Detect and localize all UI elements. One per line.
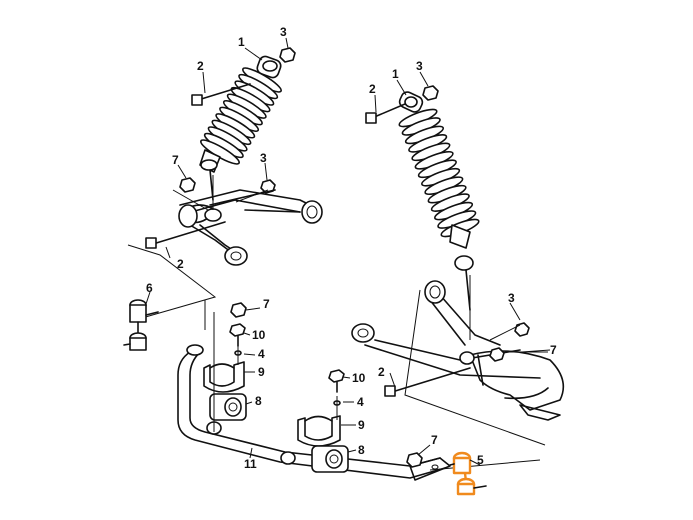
callout-9-left: 9 (258, 365, 265, 379)
callout-10-left: 10 (252, 328, 266, 342)
right-lower-a-arm (351, 280, 565, 421)
callout-4-right: 4 (357, 395, 364, 409)
left-arm-nut-7 (179, 177, 196, 193)
callout-labels: 1 2 3 7 3 2 1 2 3 6 7 10 4 9 8 11 3 7 2 … (146, 25, 557, 471)
callout-5: 5 (477, 453, 484, 467)
left-shock-top-nut (279, 47, 296, 63)
callout-3-right-arm: 3 (508, 291, 515, 305)
callout-8-right: 8 (358, 443, 365, 457)
right-bracket-bolt (328, 369, 345, 393)
callout-7-left-arm: 7 (172, 153, 179, 167)
callout-11: 11 (244, 457, 257, 471)
right-link-nut (406, 452, 423, 468)
left-bracket-bolt (229, 323, 246, 347)
callout-1-left: 1 (238, 35, 245, 49)
callout-2-right-upper: 2 (369, 82, 376, 96)
right-shock-top-nut (422, 85, 439, 101)
callout-2-left-upper: 2 (197, 59, 204, 73)
callout-7-bracket: 7 (263, 297, 270, 311)
callout-leaders (145, 37, 551, 466)
callout-7-right-arm: 7 (550, 343, 557, 357)
left-stabilizer-link (123, 299, 159, 351)
left-arm-bolt (145, 221, 226, 249)
bar-leader-lines (213, 312, 338, 432)
left-shock-upper-bolt (191, 83, 251, 106)
left-bracket-nut (230, 302, 247, 318)
callout-8-left: 8 (255, 394, 262, 408)
right-shock-upper-bolt (365, 103, 406, 124)
callout-9-right: 9 (358, 418, 365, 432)
callout-2-left-arm: 2 (177, 257, 184, 271)
callout-2-right-arm: 2 (378, 365, 385, 379)
callout-4-left: 4 (258, 347, 265, 361)
callout-3-left-arm: 3 (260, 151, 267, 165)
right-arm-bolt (384, 367, 471, 397)
callout-3-right-top: 3 (416, 59, 423, 73)
callout-7-link: 7 (431, 433, 438, 447)
callout-10-right: 10 (352, 371, 366, 385)
left-bushing (209, 393, 247, 421)
left-shock-absorber (199, 55, 282, 201)
right-shock-absorber (398, 91, 480, 311)
highlighted-stabilizer-link[interactable] (449, 451, 487, 496)
left-lower-a-arm (178, 189, 323, 266)
callout-3-left-top: 3 (280, 25, 287, 39)
right-arm-nut-3 (514, 322, 530, 337)
left-leader-lines (127, 175, 269, 330)
callout-6: 6 (146, 281, 153, 295)
right-bushing (311, 445, 349, 473)
right-bushing-bracket (297, 415, 341, 447)
callout-1-right: 1 (392, 67, 399, 81)
left-bushing-bracket (203, 361, 245, 393)
